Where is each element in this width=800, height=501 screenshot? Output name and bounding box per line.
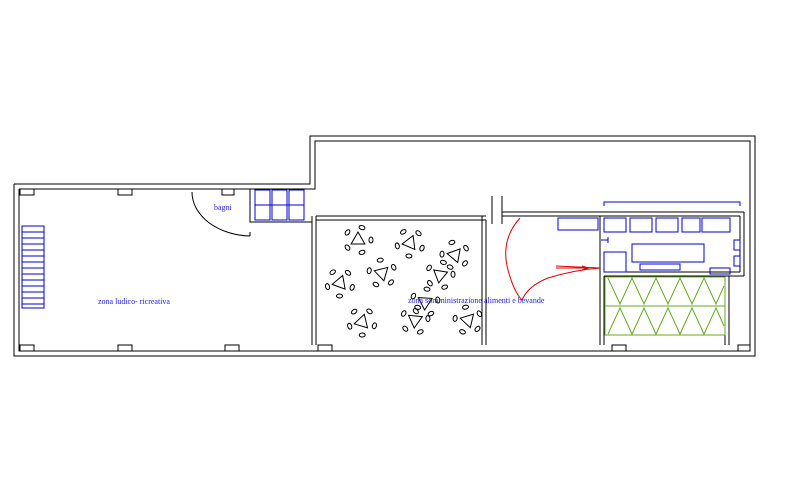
chair [459, 329, 466, 335]
chair [358, 332, 366, 338]
chair [425, 315, 431, 323]
chair [394, 242, 400, 250]
chair [462, 304, 469, 310]
kitchen-equipment [557, 201, 741, 275]
chair [427, 310, 435, 317]
chair [336, 293, 343, 299]
label-bagni: bagni [214, 203, 233, 212]
label-zona-ludico: zona ludico- ricreativa [98, 297, 170, 306]
dining-table [344, 224, 374, 256]
chair [426, 280, 433, 287]
dining-tables [324, 224, 483, 338]
chair [463, 244, 469, 252]
chair [351, 308, 358, 315]
chair [329, 269, 336, 276]
chair [435, 296, 441, 304]
dining-table [324, 269, 355, 299]
toilet-block [191, 189, 305, 237]
chair [439, 259, 447, 265]
dining-table [439, 239, 469, 270]
chair [347, 322, 353, 330]
chair [441, 284, 449, 290]
dining-table [394, 229, 425, 259]
chair [452, 314, 458, 322]
chair [412, 308, 419, 315]
dining-table [410, 286, 441, 317]
chair [376, 257, 384, 263]
dining-table [452, 304, 483, 335]
chair [344, 229, 351, 236]
wall-pillars [19, 188, 751, 352]
chair [358, 249, 366, 256]
chair [349, 283, 355, 291]
chair [400, 310, 407, 317]
chair [366, 267, 372, 275]
chair [410, 292, 417, 300]
chair [423, 286, 431, 292]
chair [368, 236, 374, 244]
chair [358, 224, 366, 231]
chair [372, 281, 380, 288]
chair [474, 325, 481, 332]
dining-table [347, 308, 378, 338]
chair [439, 250, 445, 258]
chair [448, 239, 456, 245]
stage-steps [21, 225, 45, 309]
chair [405, 253, 413, 259]
chair [415, 230, 422, 237]
chair [446, 264, 454, 270]
chair [344, 244, 351, 251]
chair [450, 270, 456, 278]
chair [387, 279, 395, 286]
service-path [505, 217, 601, 301]
chair [390, 263, 397, 271]
storage-shelving [604, 276, 726, 336]
chair [400, 229, 407, 235]
chair [416, 329, 424, 335]
chair [426, 264, 432, 272]
chair [462, 260, 468, 267]
chair [419, 244, 425, 252]
label-zona-somministrazione: zona somministrazione alimenti e bevande [408, 296, 545, 305]
dining-table [426, 259, 456, 290]
chair [344, 269, 352, 276]
chair [371, 322, 378, 330]
chair [324, 283, 331, 291]
dining-table [366, 257, 397, 288]
chair [366, 308, 373, 315]
chair [476, 310, 483, 317]
chair [402, 325, 409, 332]
exterior-walls [13, 135, 756, 357]
